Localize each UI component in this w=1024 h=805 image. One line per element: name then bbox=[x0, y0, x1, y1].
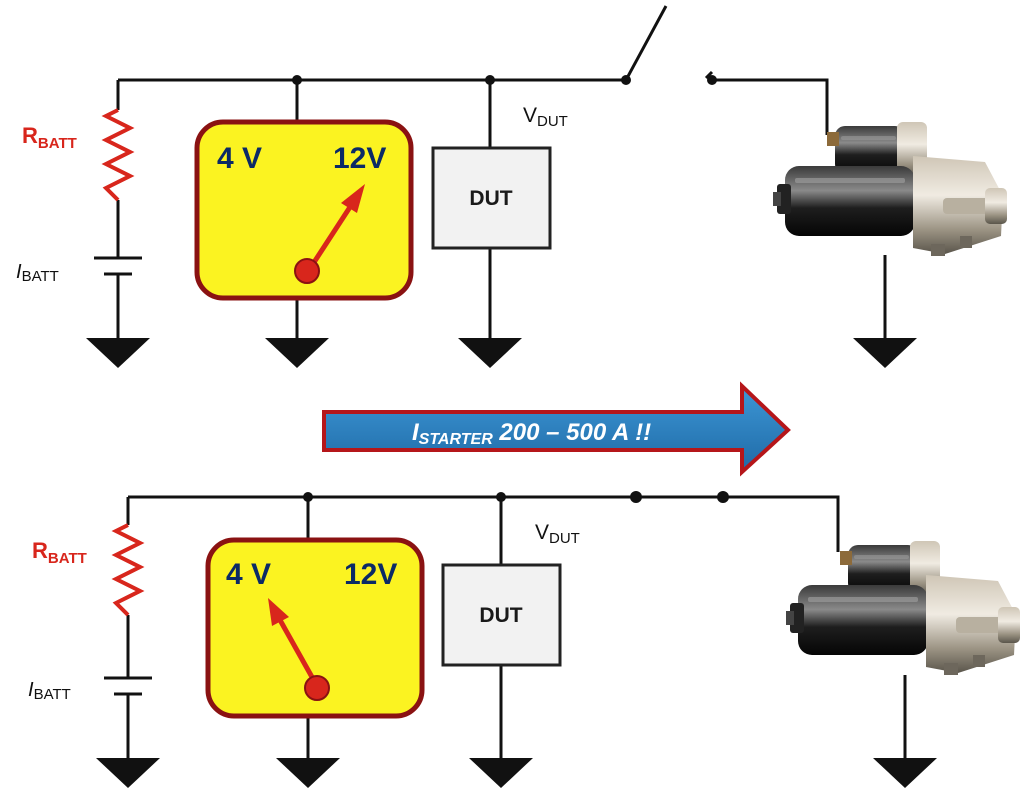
bottom-nodes bbox=[303, 491, 729, 503]
top-switch bbox=[624, 5, 668, 81]
bottom-meter: 4 V 12V bbox=[205, 537, 425, 719]
top-battery bbox=[94, 256, 142, 276]
bottom-resistor-label: RBATT bbox=[32, 538, 87, 567]
starter-current-label: ISTARTER 200 – 500 A !! bbox=[412, 419, 651, 448]
bottom-dut-label: DUT bbox=[479, 604, 522, 627]
bottom-starter-motor-icon bbox=[786, 541, 1020, 675]
top-dut: DUT bbox=[431, 146, 552, 250]
top-circuit: RBATT IBATT 4 V 12V DUT VDUT bbox=[16, 5, 1007, 368]
top-needle-arrow bbox=[341, 184, 365, 213]
bottom-ground-icon-2 bbox=[276, 758, 340, 788]
bottom-battery-label: IBATT bbox=[28, 679, 71, 703]
top-ground-icon-1 bbox=[86, 338, 150, 368]
top-needle-pivot bbox=[294, 258, 320, 284]
bottom-ground-icon-4 bbox=[873, 758, 937, 788]
bottom-dut: DUT bbox=[441, 563, 562, 667]
bottom-wires bbox=[126, 495, 907, 758]
top-ground-icon-3 bbox=[458, 338, 522, 368]
bottom-needle-pivot bbox=[304, 675, 330, 701]
top-meter-right-label: 12V bbox=[333, 142, 386, 175]
bottom-vdut-label: VDUT bbox=[535, 521, 580, 547]
top-starter-motor-icon bbox=[773, 122, 1007, 256]
bottom-ground-icon-3 bbox=[469, 758, 533, 788]
starter-current-arrow: ISTARTER 200 – 500 A !! bbox=[322, 381, 791, 477]
bottom-ground-icon-1 bbox=[96, 758, 160, 788]
top-resistor-label: RBATT bbox=[22, 123, 77, 152]
top-vdut-label: VDUT bbox=[523, 104, 568, 130]
bottom-meter-left-label: 4 V bbox=[226, 558, 271, 591]
top-meter-left-label: 4 V bbox=[217, 142, 262, 175]
bottom-needle-arrow bbox=[268, 598, 289, 626]
top-ground-icon-2 bbox=[265, 338, 329, 368]
top-ground-icon-4 bbox=[853, 338, 917, 368]
top-wires bbox=[116, 78, 887, 338]
top-resistor bbox=[101, 108, 135, 202]
bottom-meter-right-label: 12V bbox=[344, 558, 397, 591]
bottom-circuit: RBATT IBATT 4 V 12V DUT VDUT bbox=[28, 491, 1020, 788]
top-dut-label: DUT bbox=[469, 187, 512, 210]
top-meter: 4 V 12V bbox=[194, 119, 414, 301]
bottom-battery bbox=[104, 676, 152, 696]
top-battery-label: IBATT bbox=[16, 261, 59, 285]
bottom-resistor bbox=[111, 523, 145, 617]
